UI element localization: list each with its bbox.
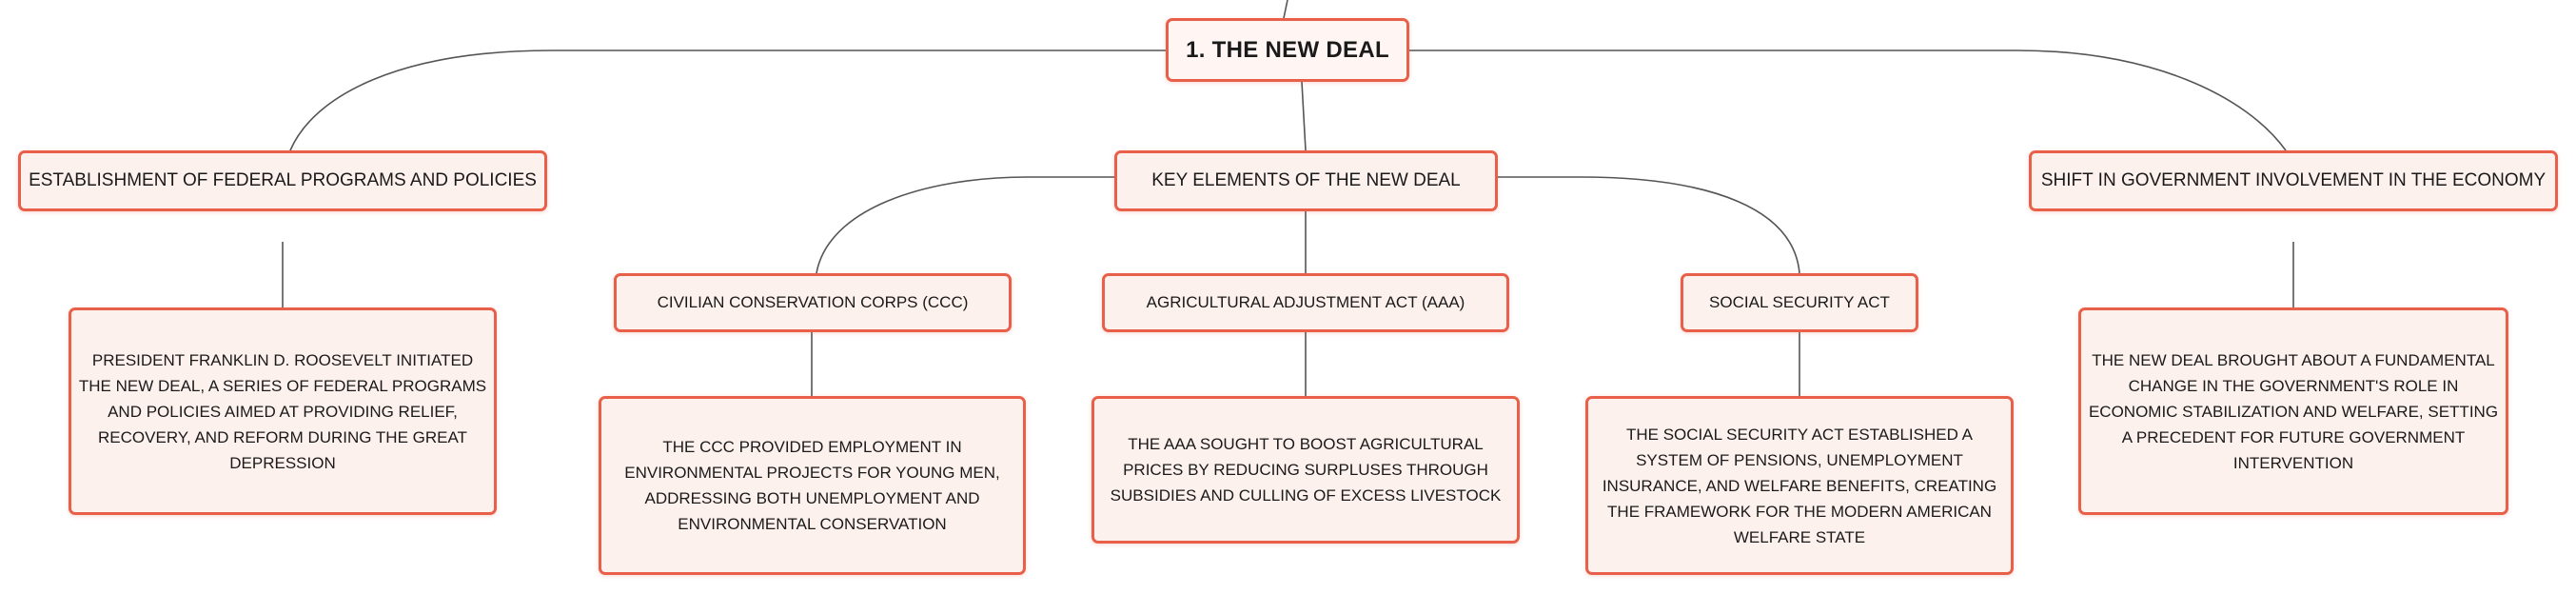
connector-key-elements-to-ccc [816, 176, 1114, 274]
topic-government-shift[interactable]: SHIFT IN GOVERNMENT INVOLVEMENT IN THE E… [2029, 150, 2558, 211]
detail-government-shift[interactable]: THE NEW DEAL BROUGHT ABOUT A FUNDAMENTAL… [2078, 307, 2508, 515]
detail-ccc-text: THE CCC PROVIDED EMPLOYMENT IN ENVIRONME… [624, 438, 1000, 533]
detail-social-security[interactable]: THE SOCIAL SECURITY ACT ESTABLISHED A SY… [1585, 396, 2014, 575]
subtopic-aaa[interactable]: AGRICULTURAL ADJUSTMENT ACT (AAA) [1102, 273, 1509, 332]
subtopic-ccc-label: CIVILIAN CONSERVATION CORPS (CCC) [657, 293, 969, 311]
subtopic-social-security-label: SOCIAL SECURITY ACT [1709, 293, 1890, 311]
connector-key-elements-to-ssa [1498, 176, 1800, 274]
detail-aaa[interactable]: THE AAA SOUGHT TO BOOST AGRICULTURAL PRI… [1091, 396, 1520, 544]
root-node[interactable]: 1. THE NEW DEAL [1166, 18, 1409, 82]
root-label: 1. THE NEW DEAL [1186, 36, 1389, 63]
detail-social-security-text: THE SOCIAL SECURITY ACT ESTABLISHED A SY… [1602, 425, 1997, 546]
connector-root-to-government-shift [1409, 50, 2287, 151]
topic-federal-programs[interactable]: ESTABLISHMENT OF FEDERAL PROGRAMS AND PO… [18, 150, 547, 211]
connector-parent-to-root [1283, 0, 1288, 19]
detail-aaa-text: THE AAA SOUGHT TO BOOST AGRICULTURAL PRI… [1110, 435, 1502, 505]
subtopic-aaa-label: AGRICULTURAL ADJUSTMENT ACT (AAA) [1146, 293, 1465, 311]
subtopic-ccc[interactable]: CIVILIAN CONSERVATION CORPS (CCC) [614, 273, 1012, 332]
connector-root-to-federal-programs [289, 50, 1166, 151]
detail-ccc[interactable]: THE CCC PROVIDED EMPLOYMENT IN ENVIRONME… [599, 396, 1026, 575]
detail-federal-programs[interactable]: PRESIDENT FRANKLIN D. ROOSEVELT INITIATE… [69, 307, 497, 515]
topic-government-shift-label: SHIFT IN GOVERNMENT INVOLVEMENT IN THE E… [2040, 170, 2547, 190]
topic-key-elements[interactable]: KEY ELEMENTS OF THE NEW DEAL [1114, 150, 1498, 211]
detail-federal-programs-text: PRESIDENT FRANKLIN D. ROOSEVELT INITIATE… [78, 350, 487, 472]
topic-key-elements-label: KEY ELEMENTS OF THE NEW DEAL [1151, 170, 1461, 190]
subtopic-social-security[interactable]: SOCIAL SECURITY ACT [1681, 273, 1918, 332]
detail-government-shift-text: THE NEW DEAL BROUGHT ABOUT A FUNDAMENTAL… [2088, 350, 2499, 472]
topic-federal-programs-label: ESTABLISHMENT OF FEDERAL PROGRAMS AND PO… [29, 170, 537, 190]
connector-root-to-key-elements [1301, 81, 1307, 151]
